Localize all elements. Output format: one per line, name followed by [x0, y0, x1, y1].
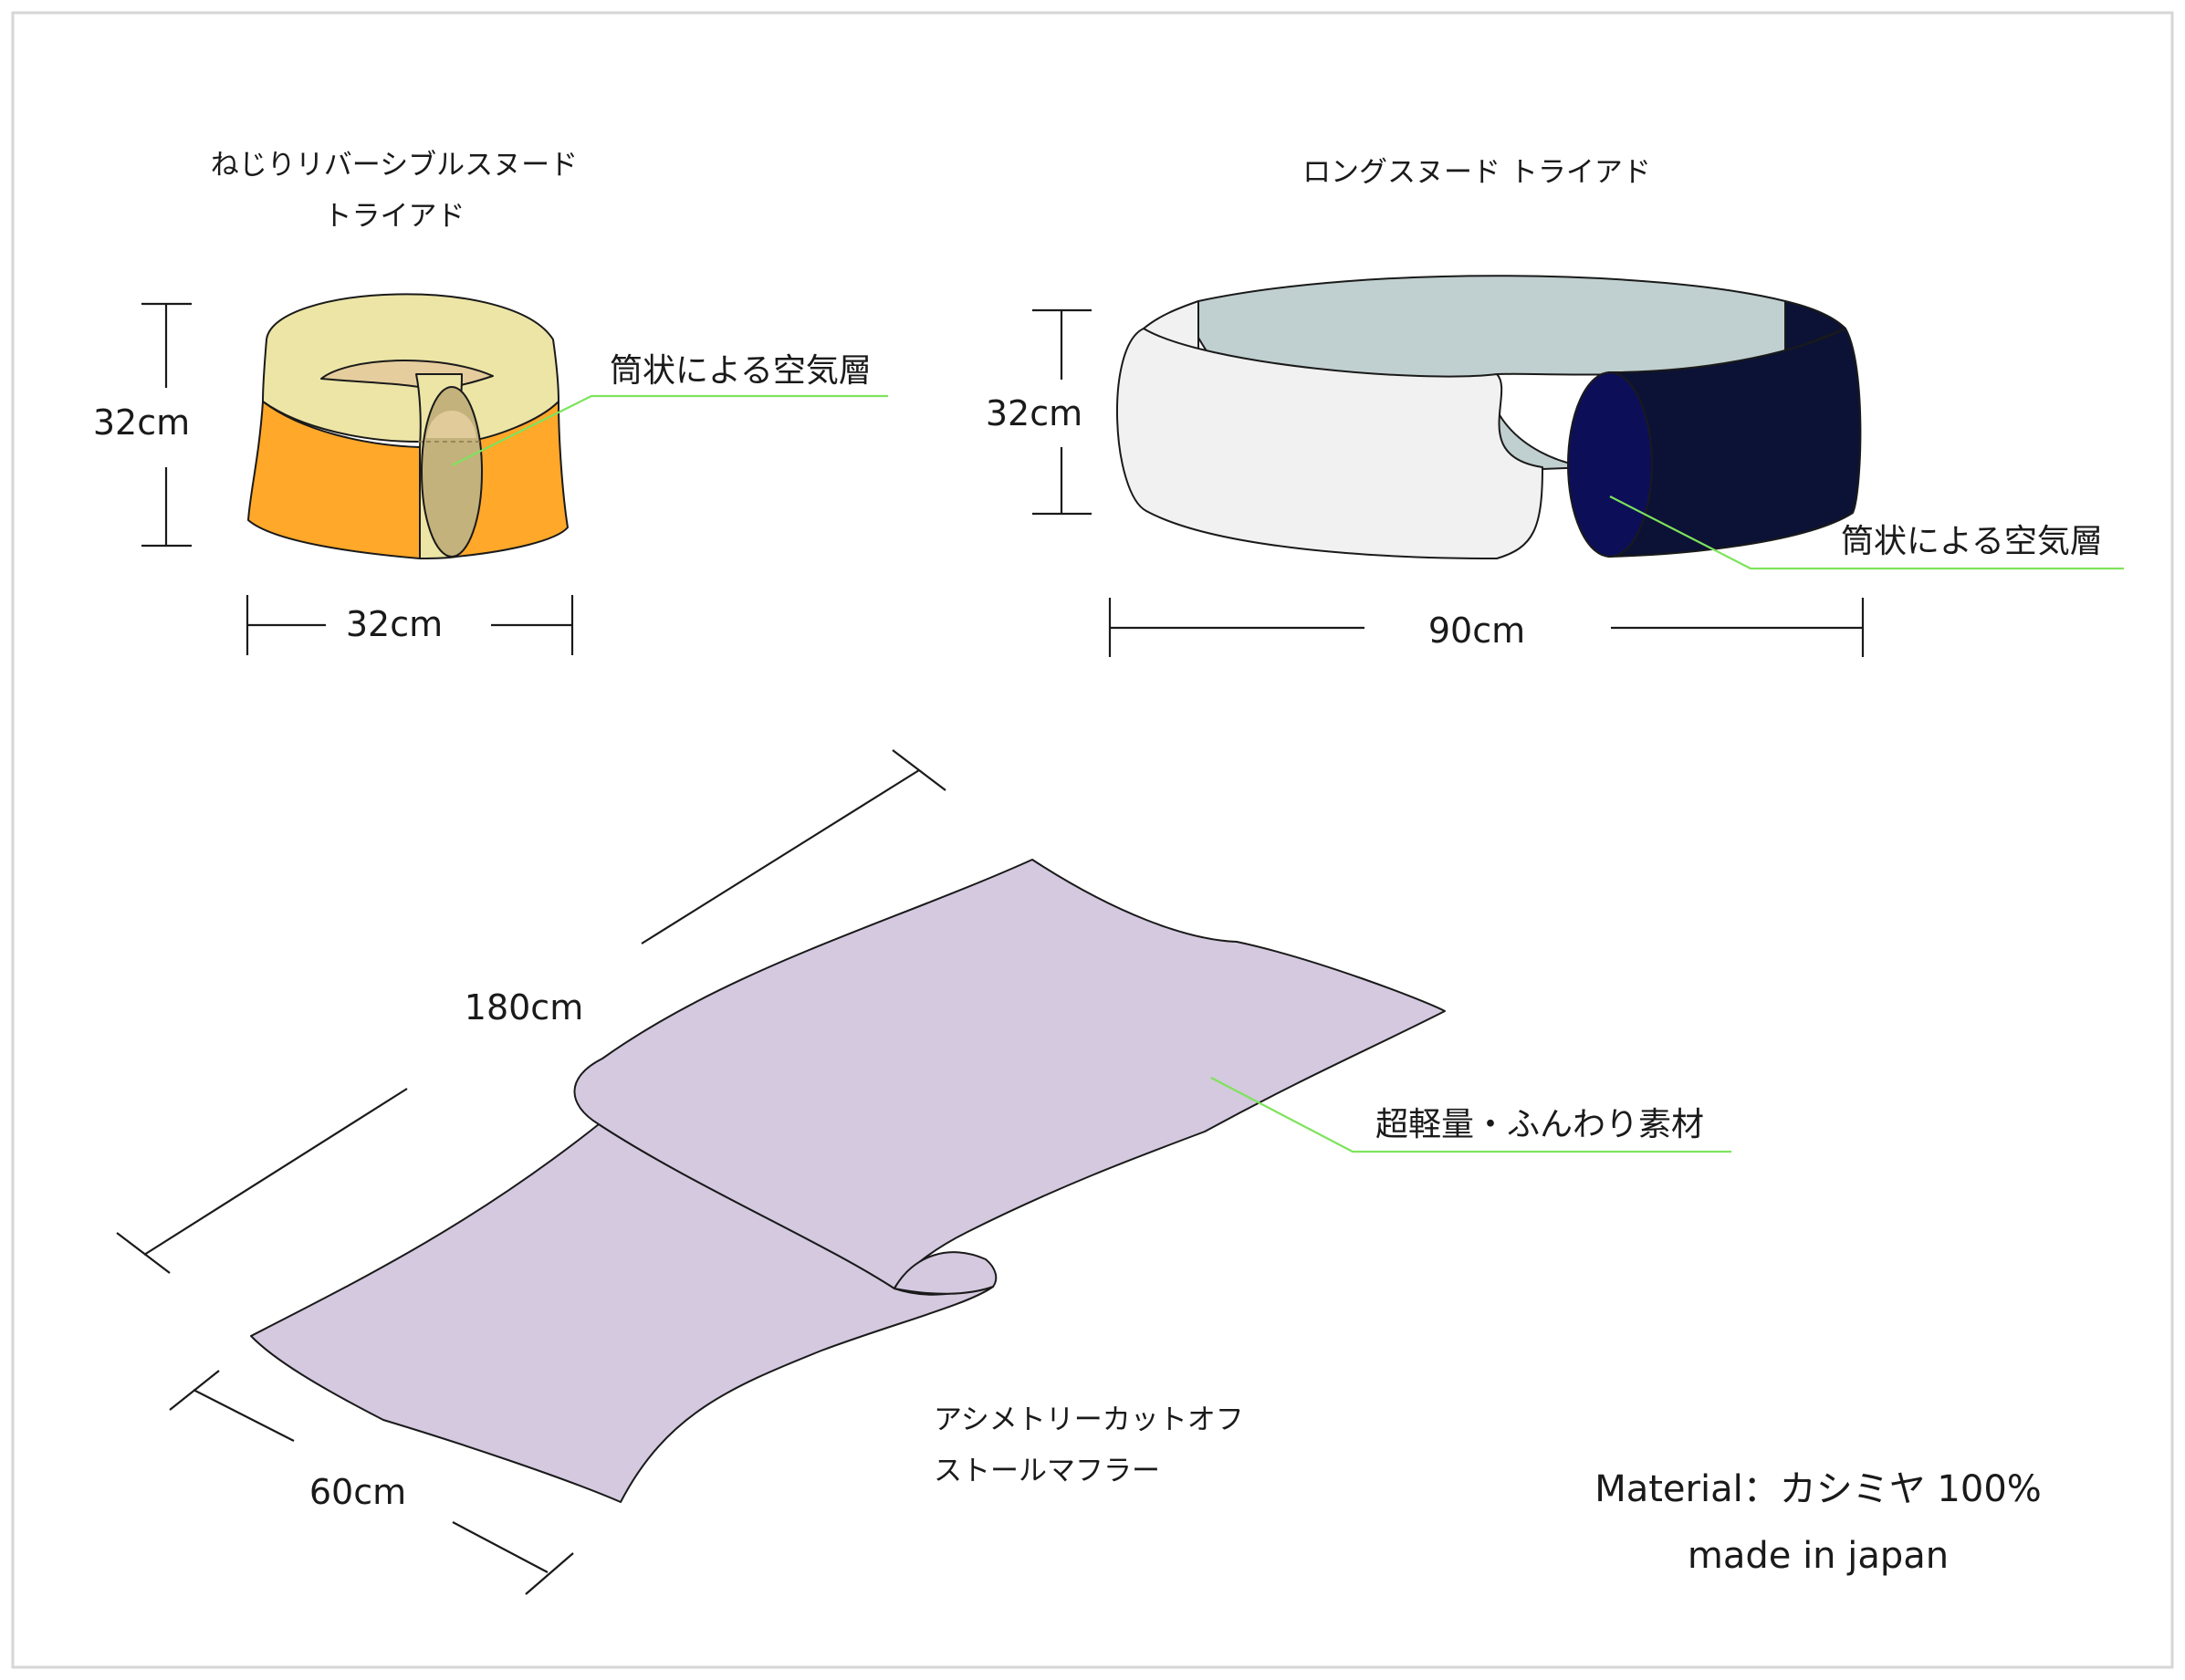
long-snood-title: ロングスヌード トライアド	[1302, 156, 1651, 189]
long-snood-width-label: 90cm	[1428, 610, 1525, 651]
long-snood-height-dimension: 32cm	[986, 308, 1092, 516]
long-snood-callout-text: 筒状による空気層	[1841, 523, 2103, 560]
stole-illustration: 180cm 60cm 超軽量・ふんわり素材 アシメトリーカットオフ ストールマフ…	[116, 749, 1731, 1595]
reversible-snood-width-dimension: 32cm	[246, 595, 574, 655]
stole-callout-text: 超軽量・ふんわり素材	[1375, 1106, 1704, 1143]
reversible-snood-illustration: ねじりリバーシブルスヌード トライアド 32cm 32cm	[93, 149, 888, 655]
stole-fold-curl	[894, 1251, 998, 1295]
long-snood-navy-tube	[1607, 328, 1862, 558]
reversible-snood-height-dimension: 32cm	[93, 302, 192, 548]
reversible-snood-height-label: 32cm	[93, 402, 190, 443]
reversible-snood-callout-leader	[451, 394, 888, 466]
stole-length-label: 180cm	[465, 987, 583, 1028]
long-snood-air-layer	[1567, 371, 1653, 558]
stole-width-dimension: 60cm	[169, 1370, 574, 1595]
long-snood-width-dimension: 90cm	[1108, 598, 1865, 657]
reversible-snood-air-layer-highlight	[426, 411, 476, 438]
reversible-snood-callout-text: 筒状による空気層	[610, 352, 872, 390]
long-snood-height-label: 32cm	[986, 393, 1082, 433]
origin-label: made in japan	[1688, 1535, 1949, 1577]
reversible-snood-title-line2: トライアド	[324, 200, 465, 233]
reversible-snood-width-label: 32cm	[346, 604, 443, 644]
stole-lower-panel	[250, 1123, 994, 1503]
long-snood-illustration: ロングスヌード トライアド 32cm 90cm	[986, 156, 2124, 657]
long-snood-callout-leader	[1609, 496, 2124, 570]
reversible-snood-orange-side	[247, 401, 421, 559]
stole-length-dimension: 180cm	[116, 749, 946, 1274]
long-snood-white-tube	[1116, 328, 1543, 559]
stole-title-line2: ストールマフラー	[934, 1455, 1160, 1487]
material-label: Material：カシミヤ 100%	[1594, 1468, 2042, 1510]
stole-width-label: 60cm	[309, 1472, 406, 1512]
reversible-snood-title-line1: ねじりリバーシブルスヌード	[211, 149, 578, 182]
stole-title-line1: アシメトリーカットオフ	[934, 1403, 1244, 1436]
stole-callout-leader	[1210, 1077, 1731, 1153]
